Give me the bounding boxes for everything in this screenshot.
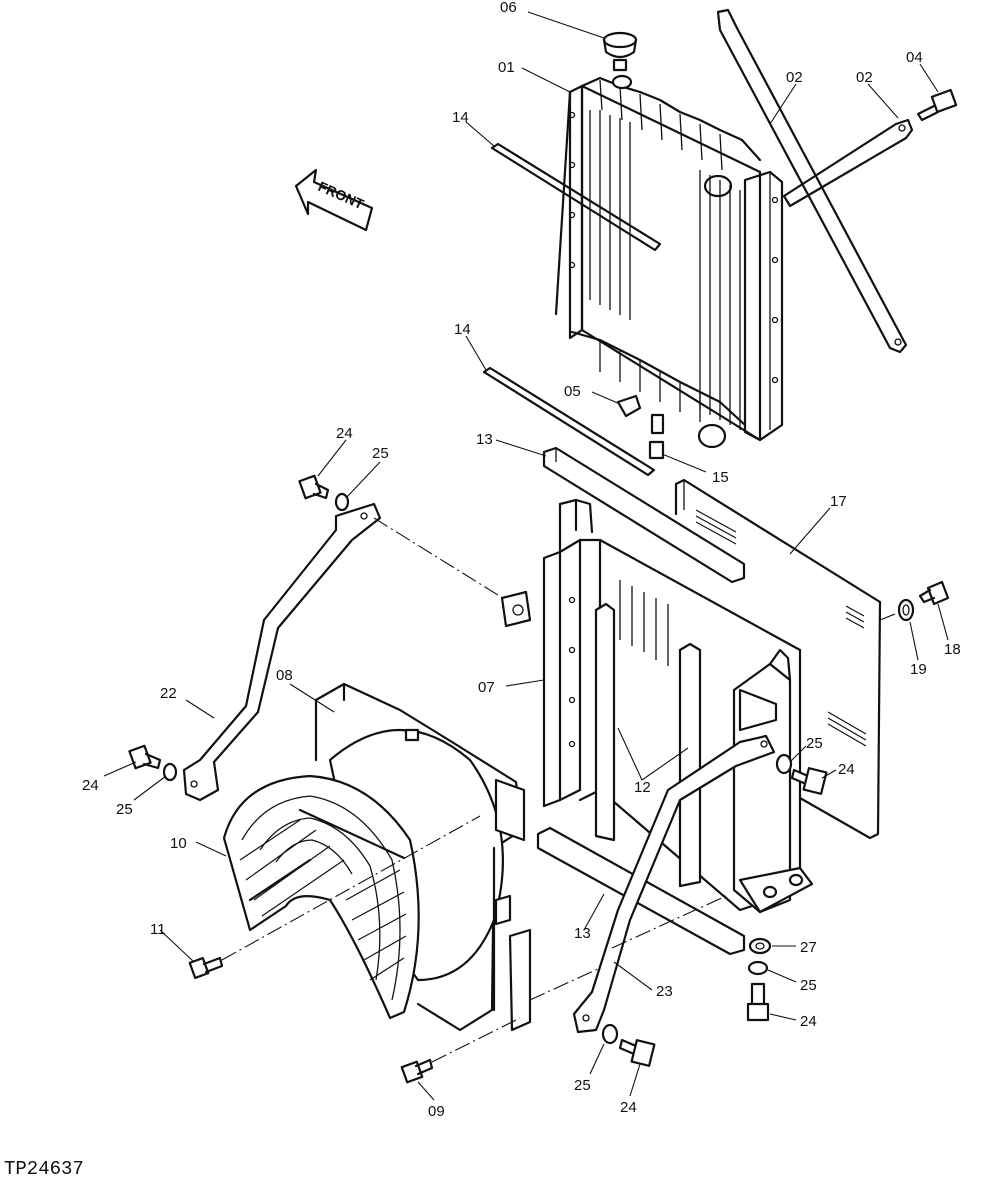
callout-25-e: 25 [574,1077,591,1094]
callout-25-b: 25 [116,801,133,818]
stay-23 [572,734,776,1034]
callout-08: 08 [276,667,293,684]
callout-14-b: 14 [454,321,471,338]
callout-04: 04 [906,49,923,66]
screw-18 [918,580,950,606]
axis-guard [221,815,481,961]
callout-02-a: 02 [786,69,803,86]
callout-15: 15 [712,469,729,486]
bolt-24-right [790,767,828,795]
washer-25-top [334,492,350,512]
stay-22 [182,502,382,802]
radiator-stays [716,8,914,354]
bolt-24-top [298,474,330,500]
callout-11: 11 [150,921,166,938]
bolt-24-bottom [618,1038,656,1067]
washer-25-lower [747,960,769,976]
figure-id: TP24637 [4,1158,84,1180]
callout-24-e: 24 [620,1099,637,1116]
callout-25-c: 25 [806,735,823,752]
radiator-cap [602,31,638,72]
callout-19: 19 [910,661,927,678]
radiator [554,74,784,449]
callout-10: 10 [170,835,187,852]
callout-07: 07 [478,679,495,696]
callout-13-a: 13 [476,431,493,448]
callout-18: 18 [944,641,961,658]
callout-05: 05 [564,383,581,400]
drain-plug [616,394,665,460]
washer-25-right [775,753,793,775]
callout-23: 23 [656,983,673,1000]
callout-24-c: 24 [838,761,855,778]
callout-22: 22 [160,685,177,702]
bolt-11 [188,956,224,980]
callout-06: 06 [500,0,517,16]
callout-24-d: 24 [800,1013,817,1030]
front-arrow: FRONT [294,168,374,232]
leaders [103,11,949,1101]
callout-13-b: 13 [574,925,591,942]
cooler-frame [500,498,814,914]
callout-24-b: 24 [82,777,99,794]
callout-25-d: 25 [800,977,817,994]
washer-27 [748,937,772,955]
bolt-04 [916,88,958,122]
callout-17: 17 [830,493,847,510]
callout-02-b: 02 [856,69,873,86]
washer-25-bottom [601,1023,619,1045]
axis-stay-22 [373,517,507,601]
axis-bottom [529,967,601,1001]
seal-strips [482,142,662,477]
callout-12: 12 [634,779,651,796]
bolt-24-lower [746,982,770,1022]
bolt-24-left [128,744,162,770]
axis-09 [431,1017,521,1063]
bolt-09 [400,1058,434,1084]
callout-24-a: 24 [336,425,353,442]
callout-25-a: 25 [372,445,389,462]
callout-09: 09 [428,1103,445,1120]
axis-18 [879,611,901,621]
callout-14-a: 14 [452,109,469,126]
side-screen [674,478,882,840]
fan-guard [222,774,420,1020]
axis-23 [611,895,727,949]
callout-27: 27 [800,939,817,956]
callout-01: 01 [498,59,515,76]
washer-19 [897,598,915,622]
washer-25-left [162,762,178,782]
